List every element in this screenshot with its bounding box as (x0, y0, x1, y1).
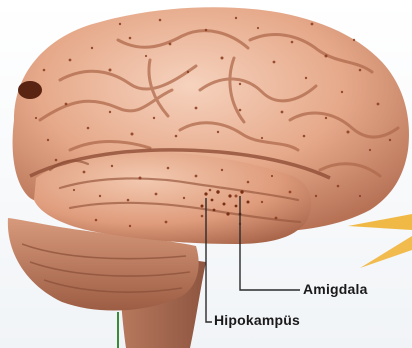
amygdala-label: Amigdala (303, 281, 368, 297)
dark-spot (18, 81, 42, 99)
hippocampus-label: Hipokampüs (214, 312, 300, 328)
